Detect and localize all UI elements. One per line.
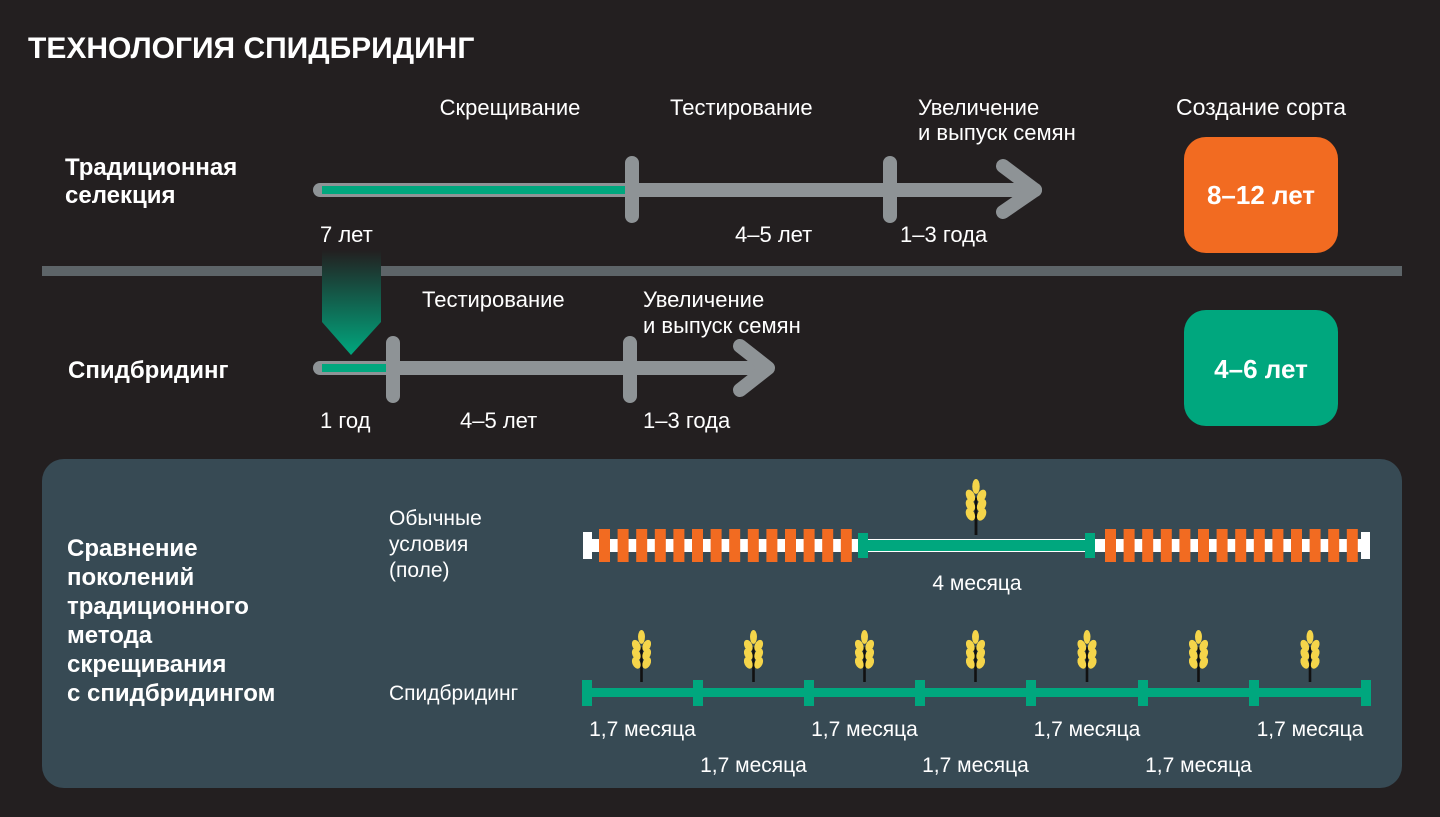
- generation-stripe: [803, 529, 815, 562]
- generation-stripe: [1346, 529, 1358, 562]
- generation-stripe: [1105, 529, 1116, 562]
- speedbreeding-result: 4–6 лет: [1214, 354, 1308, 384]
- stage-label: Тестирование: [670, 95, 813, 120]
- traditional-row: Традиционная селекция Скрещивание Тестир…: [65, 94, 1346, 253]
- speed-tick: [915, 680, 925, 706]
- speed-duration: 1,7 месяца: [1145, 754, 1252, 777]
- field-label: условия: [389, 533, 468, 556]
- duration-label: 1–3 года: [900, 222, 988, 247]
- growth-segment: [858, 540, 1095, 551]
- generation-stripe: [1179, 529, 1191, 562]
- speed-tick: [582, 680, 592, 706]
- page-title: ТЕХНОЛОГИЯ СПИДБРИДИНГ: [28, 32, 474, 65]
- stage-label: Увеличение: [643, 287, 764, 312]
- stage-label: Увеличение: [918, 95, 1039, 120]
- speed-duration: 1,7 месяца: [589, 718, 696, 741]
- speed-duration: 1,7 месяца: [1034, 718, 1141, 741]
- result-header: Создание сорта: [1176, 94, 1346, 120]
- generation-stripe: [617, 529, 629, 562]
- comparison-title-line: с спидбридингом: [67, 680, 275, 707]
- generation-stripe: [1198, 529, 1209, 562]
- comparison-title-line: скрещивания: [67, 651, 226, 678]
- arrow-head-icon: [733, 339, 775, 397]
- speed-tick: [804, 680, 814, 706]
- traditional-label: селекция: [65, 182, 176, 209]
- generation-stripe: [1142, 529, 1154, 562]
- traditional-result-badge: [1184, 137, 1338, 253]
- generation-stripe: [673, 529, 685, 562]
- speedbreeding-timeline: [582, 630, 1371, 706]
- generation-stripe: [840, 529, 852, 562]
- speed-duration: 1,7 месяца: [700, 754, 807, 777]
- generation-stripe: [654, 529, 666, 562]
- comparison-title-line: метода: [67, 622, 153, 649]
- speed-tick: [693, 680, 703, 706]
- field-timeline: [583, 479, 1370, 562]
- speed-tick: [1361, 680, 1371, 706]
- field-bar-end: [583, 532, 592, 559]
- comparison-title-line: поколений: [67, 564, 194, 591]
- speed-duration: 1,7 месяца: [1257, 718, 1364, 741]
- generation-stripe: [1309, 529, 1321, 562]
- growth-segment-cap: [858, 533, 868, 558]
- stage-label: и выпуск семян: [918, 120, 1076, 145]
- speed-tick: [1138, 680, 1148, 706]
- field-label: Обычные: [389, 507, 482, 530]
- duration-label: 7 лет: [320, 222, 373, 247]
- generation-stripe: [599, 529, 610, 562]
- growth-segment-cap: [1085, 533, 1095, 558]
- comparison-title-line: Сравнение: [67, 535, 198, 562]
- generation-stripe: [729, 529, 741, 562]
- generation-stripe: [1235, 529, 1247, 562]
- generation-stripe: [1328, 529, 1340, 562]
- comparison-title-line: традиционного: [67, 593, 249, 620]
- duration-label: 4–5 лет: [460, 408, 537, 433]
- generation-stripe: [636, 529, 648, 562]
- speed-bar: [583, 688, 1370, 697]
- generation-stripe: [1160, 529, 1172, 562]
- generation-stripe: [1291, 529, 1302, 562]
- stage-label: и выпуск семян: [643, 313, 801, 338]
- generation-stripe: [1272, 529, 1284, 562]
- traditional-result: 8–12 лет: [1207, 180, 1315, 210]
- generation-stripe: [1253, 529, 1265, 562]
- stage-label: Тестирование: [422, 287, 565, 312]
- speed-duration: 1,7 месяца: [811, 718, 918, 741]
- duration-label: 4–5 лет: [735, 222, 812, 247]
- generation-stripe: [785, 529, 796, 562]
- stage-label: Скрещивание: [440, 95, 581, 120]
- field-label: (поле): [389, 559, 450, 582]
- down-arrow-icon: [322, 250, 381, 355]
- speedbreeding-cycle-label: Спидбридинг: [389, 682, 519, 705]
- speedbreeding-row: Спидбридинг Тестирование Увеличение и вы…: [68, 287, 1338, 433]
- traditional-label: Традиционная: [65, 154, 237, 181]
- arrow-head-icon: [996, 159, 1042, 219]
- field-bar-end: [1361, 532, 1370, 559]
- speedbreeding-result-badge: [1184, 310, 1338, 426]
- speed-tick: [1249, 680, 1259, 706]
- generation-stripe: [692, 529, 703, 562]
- generation-stripe: [822, 529, 834, 562]
- comparison-title: Сравнениепоколенийтрадиционногометодаскр…: [67, 535, 275, 707]
- generation-stripe: [1123, 529, 1135, 562]
- speed-tick: [1026, 680, 1036, 706]
- duration-label: 1 год: [320, 408, 371, 433]
- duration-label: 1–3 года: [643, 408, 731, 433]
- speedbreeding-label: Спидбридинг: [68, 357, 229, 384]
- speed-duration: 1,7 месяца: [922, 754, 1029, 777]
- divider: [42, 266, 1402, 276]
- generation-stripe: [766, 529, 778, 562]
- field-duration: 4 месяца: [932, 572, 1022, 595]
- generation-stripe: [1216, 529, 1228, 562]
- generation-stripe: [710, 529, 722, 562]
- generation-stripe: [747, 529, 759, 562]
- comparison-panel: [42, 459, 1402, 788]
